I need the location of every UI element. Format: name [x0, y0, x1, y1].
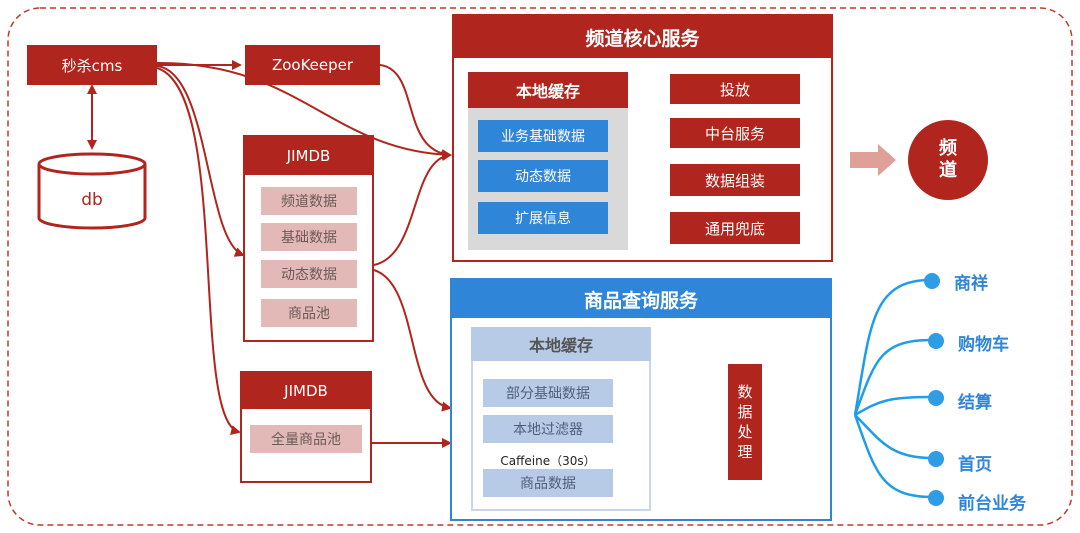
- product-query-service: 商品查询服务 本地缓存 部分基础数据 本地过滤器 Caffeine（30s） 商…: [450, 278, 832, 521]
- jimdb-1-item: 动态数据: [261, 260, 357, 288]
- channel-cache-item: 扩展信息: [478, 202, 608, 234]
- product-cache-title: 本地缓存: [471, 327, 651, 361]
- product-cache-item: 本地过滤器: [483, 415, 613, 443]
- channel-cache-title: 本地缓存: [468, 72, 628, 108]
- jimdb-1-item: 频道数据: [261, 187, 357, 215]
- channel-local-cache: 本地缓存 业务基础数据 动态数据 扩展信息: [468, 72, 628, 250]
- product-local-cache: 本地缓存 部分基础数据 本地过滤器 Caffeine（30s） 商品数据: [471, 327, 651, 511]
- jimdb-1-title: JIMDB: [245, 137, 372, 175]
- db-label: db: [81, 190, 103, 210]
- caffeine-note: Caffeine（30s）: [500, 453, 596, 468]
- product-cache-item: 商品数据: [483, 469, 613, 497]
- channel-op-fallback: 通用兜底: [670, 212, 800, 244]
- jimdb-2-title: JIMDB: [242, 373, 370, 409]
- channel-cache-item: 动态数据: [478, 160, 608, 192]
- zookeeper-box: ZooKeeper: [245, 45, 380, 85]
- product-service-title: 商品查询服务: [452, 280, 830, 318]
- channel-op-delivery: 投放: [670, 74, 800, 104]
- jimdb-cluster-1: JIMDB 频道数据 基础数据 动态数据 商品池: [243, 135, 374, 342]
- cms-box: 秒杀cms: [27, 45, 157, 85]
- db-cylinder: db: [36, 152, 148, 232]
- data-processing-box: 数据处理: [728, 364, 762, 480]
- channel-circle: 频道: [908, 120, 988, 200]
- product-cache-item: 部分基础数据: [483, 379, 613, 407]
- channel-core-service: 频道核心服务 本地缓存 业务基础数据 动态数据 扩展信息 投放 中台服务 数据组…: [452, 14, 833, 262]
- jimdb-cluster-2: JIMDB 全量商品池: [240, 371, 372, 483]
- jimdb-1-item: 商品池: [261, 299, 357, 327]
- channel-label: 频道: [939, 137, 957, 182]
- data-processing-label: 数据处理: [737, 382, 753, 462]
- channel-op-data-assembly: 数据组装: [670, 164, 800, 196]
- channel-service-title: 频道核心服务: [454, 16, 831, 58]
- jimdb-1-item: 基础数据: [261, 223, 357, 251]
- jimdb-2-item: 全量商品池: [250, 425, 362, 453]
- channel-cache-item: 业务基础数据: [478, 120, 608, 152]
- channel-op-middle-platform: 中台服务: [670, 118, 800, 148]
